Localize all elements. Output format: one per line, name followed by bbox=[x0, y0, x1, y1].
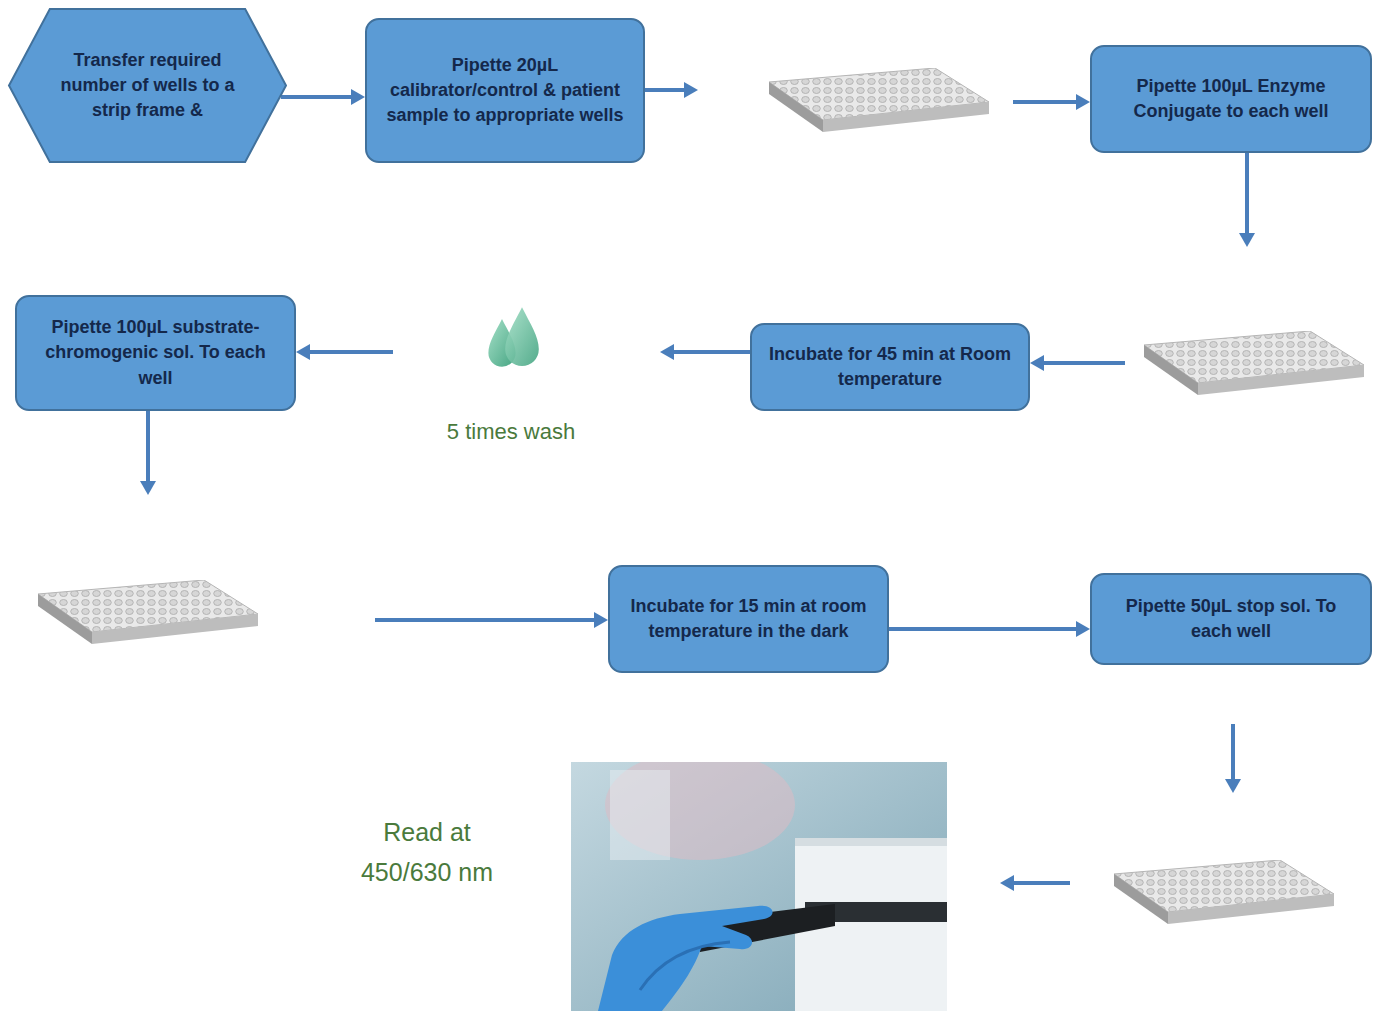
wash-label: 5 times wash bbox=[421, 414, 601, 449]
step-text: Transfer required number of wells to a s… bbox=[56, 48, 239, 124]
flow-arrow bbox=[645, 82, 1090, 110]
arrow-head bbox=[296, 344, 310, 360]
step-text: Pipette 20µL calibrator/control & patien… bbox=[381, 53, 629, 129]
process-box: Pipette 100µL Enzyme Conjugate to each w… bbox=[1090, 45, 1372, 153]
step-text: Pipette 100µL Enzyme Conjugate to each w… bbox=[1106, 74, 1356, 124]
flow-arrow bbox=[140, 411, 608, 628]
step-text: Incubate for 15 min at room temperature … bbox=[624, 594, 873, 644]
process-box: Incubate for 45 min at Room temperature bbox=[750, 323, 1030, 411]
step-text: Pipette 100µL substrate-chromogenic sol.… bbox=[31, 315, 280, 391]
arrow-head bbox=[1239, 233, 1255, 247]
arrow-head bbox=[684, 82, 698, 98]
microplate bbox=[38, 580, 258, 644]
step-text: Pipette 50µL stop sol. To each well bbox=[1106, 594, 1356, 644]
microplate bbox=[1144, 331, 1364, 395]
connector-line bbox=[281, 95, 354, 99]
arrow-head bbox=[140, 481, 156, 495]
flow-arrow bbox=[1030, 153, 1255, 371]
start-hexagon: Transfer required number of wells to a s… bbox=[8, 8, 287, 163]
connector-line bbox=[889, 627, 1079, 631]
flow-arrow bbox=[296, 344, 750, 360]
arrow-head bbox=[351, 89, 365, 105]
reading-label: Read at 450/630 nm bbox=[337, 812, 517, 892]
arrow-head bbox=[660, 344, 674, 360]
arrow-head bbox=[1076, 94, 1090, 110]
microplate bbox=[769, 68, 989, 132]
wash-drop-icon bbox=[488, 307, 538, 366]
plate-reader-photo bbox=[571, 762, 947, 1011]
process-box: Pipette 20µL calibrator/control & patien… bbox=[365, 18, 645, 163]
process-box: Incubate for 15 min at room temperature … bbox=[608, 565, 889, 673]
process-box: Pipette 50µL stop sol. To each well bbox=[1090, 573, 1372, 665]
flow-arrow bbox=[281, 89, 365, 105]
connector-line bbox=[645, 90, 1079, 102]
connector-line bbox=[307, 350, 750, 354]
arrow-head bbox=[1030, 355, 1044, 371]
arrow-head bbox=[1076, 621, 1090, 637]
process-box: Pipette 100µL substrate-chromogenic sol.… bbox=[15, 295, 296, 411]
arrow-head bbox=[594, 612, 608, 628]
microplate bbox=[1114, 860, 1334, 924]
flow-arrow bbox=[1000, 724, 1241, 891]
step-text: Incubate for 45 min at Room temperature bbox=[766, 342, 1014, 392]
flow-arrow bbox=[889, 621, 1090, 637]
connector-line bbox=[1041, 153, 1247, 363]
